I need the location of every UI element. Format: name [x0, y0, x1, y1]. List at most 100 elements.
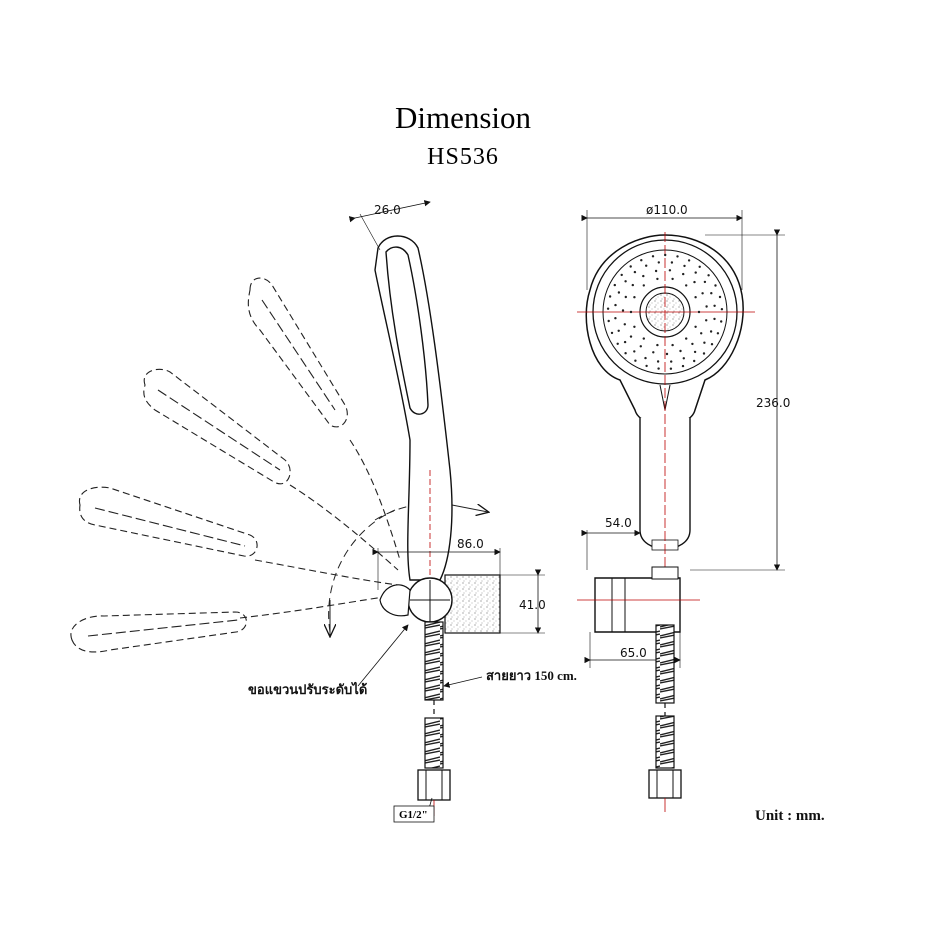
spray-nozzle-dot — [701, 292, 704, 295]
spray-nozzle-dot — [608, 295, 612, 298]
spray-nozzle-dot — [693, 280, 696, 284]
spray-nozzle-dot — [694, 325, 697, 328]
dim-face-diameter: ø110.0 — [581, 203, 743, 290]
spray-nozzle-dot — [631, 283, 634, 287]
spray-nozzle-dot — [697, 310, 701, 314]
spray-nozzle-dot — [700, 332, 703, 335]
spray-nozzle-dot — [652, 351, 655, 354]
spray-nozzle-dot — [610, 331, 614, 335]
spray-nozzle-dot — [664, 253, 667, 257]
spray-nozzle-dot — [657, 367, 660, 370]
spray-nozzle-dot — [657, 261, 660, 264]
spray-nozzle-dot — [634, 359, 637, 362]
arc-arrow-right — [451, 505, 488, 512]
spray-nozzle-dot — [633, 296, 636, 299]
spray-nozzle-dot — [642, 337, 645, 340]
dim-holder-height: 41.0 — [500, 569, 546, 634]
spray-nozzle-dot — [645, 264, 648, 267]
spray-nozzle-dot — [624, 295, 627, 299]
spray-nozzle-dot — [617, 329, 620, 332]
spray-nozzle-dot — [624, 352, 627, 355]
dim-head-width: 26.0 — [348, 200, 431, 251]
spray-nozzle-dot — [703, 280, 707, 284]
leader-hose — [443, 676, 483, 688]
spray-nozzle-dot — [670, 261, 674, 264]
dim-total-length: 236.0 — [690, 229, 790, 571]
spray-nozzle-dot — [623, 340, 627, 344]
spray-nozzle-dot — [614, 303, 617, 307]
spray-nozzle-dot — [629, 335, 633, 338]
label-thread: G1/2" — [399, 809, 428, 821]
spray-nozzle-dot — [671, 277, 674, 281]
spray-nozzle-dot — [654, 269, 658, 273]
spray-nozzle-dot — [683, 264, 686, 268]
spray-nozzle-dot — [651, 255, 655, 258]
thread-box — [393, 805, 435, 823]
handset-side — [374, 235, 453, 581]
spray-nozzle-dot — [669, 367, 673, 370]
spray-nozzle-dot — [620, 273, 623, 277]
spray-nozzle-dot — [685, 284, 688, 287]
spray-nozzle-dot — [713, 317, 716, 321]
spray-nozzle-dot — [668, 269, 672, 272]
svg-text:26.0: 26.0 — [374, 203, 401, 217]
spray-nozzle-dot — [665, 352, 669, 356]
label-adjustable-arm: ขอแขวนปรับระดับได้ — [248, 681, 367, 697]
spray-nozzle-dot — [644, 356, 647, 360]
wall-holder — [379, 574, 501, 634]
leader-adjustable — [357, 624, 409, 687]
spray-nozzle-dot — [616, 342, 619, 345]
spray-nozzle-dot — [705, 305, 708, 308]
spray-nozzle-dot — [681, 364, 685, 368]
ghost-positions — [70, 277, 401, 653]
spray-nozzle-dot — [614, 317, 617, 320]
spray-nozzle-dot — [710, 343, 714, 346]
spray-nozzle-dot — [623, 323, 626, 326]
spray-nozzle-dot — [624, 280, 627, 283]
spray-nozzle-dot — [691, 342, 694, 346]
spray-nozzle-dot — [645, 364, 648, 368]
spray-nozzle-dot — [640, 259, 643, 262]
spray-nozzle-dot — [685, 337, 688, 340]
spray-nozzle-dot — [702, 352, 706, 355]
wall-bracket-front — [577, 566, 700, 633]
spray-nozzle-dot — [682, 357, 685, 360]
spray-nozzle-dot — [698, 265, 701, 268]
spray-nozzle-dot — [720, 308, 724, 311]
spray-nozzles — [606, 253, 724, 370]
spray-nozzle-dot — [639, 345, 642, 348]
spray-nozzle-dot — [694, 296, 697, 299]
svg-text:236.0: 236.0 — [756, 396, 790, 410]
dim-handle-offset: 54.0 — [581, 516, 641, 570]
spray-nozzle-dot — [682, 272, 685, 276]
spray-nozzle-dot — [633, 270, 637, 274]
hose-side — [417, 621, 451, 816]
spray-nozzle-dot — [713, 304, 716, 307]
spray-nozzle-dot — [716, 332, 720, 335]
spray-nozzle-dot — [720, 320, 723, 323]
swing-arc — [328, 509, 396, 633]
spray-nozzle-dot — [705, 319, 708, 322]
svg-text:ø110.0: ø110.0 — [646, 203, 688, 217]
unit-label: Unit : mm. — [755, 808, 825, 824]
spray-nozzle-dot — [707, 274, 710, 277]
spray-nozzle-dot — [694, 271, 697, 274]
spray-nozzle-dot — [710, 292, 713, 295]
spray-nozzle-dot — [703, 341, 706, 344]
spray-nozzle-dot — [656, 343, 659, 347]
label-hose-length: สายยาว 150 cm. — [486, 668, 577, 683]
spray-nozzle-dot — [709, 330, 713, 333]
spray-nozzle-dot — [629, 265, 632, 268]
spray-nozzle-dot — [642, 274, 645, 278]
spray-nozzle-dot — [656, 277, 659, 281]
dim-holder-depth: 86.0 — [372, 537, 501, 590]
spray-nozzle-dot — [671, 343, 674, 347]
svg-text:41.0: 41.0 — [519, 598, 546, 612]
diagram-title: Dimension — [394, 100, 532, 135]
spray-nozzle-dot — [633, 350, 636, 353]
spray-nozzle-dot — [676, 255, 679, 258]
spray-nozzle-dot — [613, 283, 616, 287]
spray-nozzle-dot — [687, 259, 691, 262]
spray-nozzle-dot — [679, 349, 682, 353]
